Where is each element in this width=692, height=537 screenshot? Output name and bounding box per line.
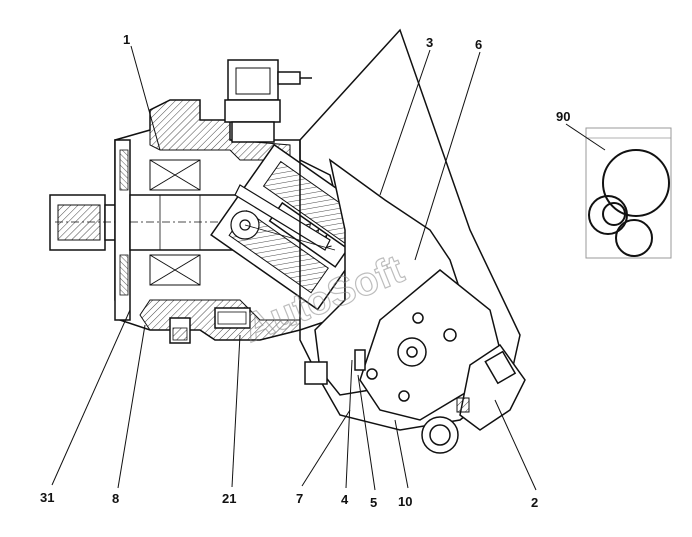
callout-90: 90 [556,109,570,124]
callout-7: 7 [296,491,303,506]
callout-10: 10 [398,494,412,509]
callout-2: 2 [531,495,538,510]
o-ring-lower [615,219,653,257]
top-connector [224,59,312,143]
callout-1: 1 [123,32,130,47]
callout-21: 21 [222,491,236,506]
callout-5: 5 [370,495,377,510]
callout-6: 6 [475,37,482,52]
callout-3: 3 [426,35,433,50]
seal-kit-box [585,127,672,259]
motor-assembly [49,28,526,454]
bottom-plugs [169,307,366,385]
callout-8: 8 [112,491,119,506]
o-ring-small [602,202,626,226]
callout-31: 31 [40,490,54,505]
port-plate-housing [299,28,521,431]
bearings [149,159,201,286]
o-ring-medium [588,195,628,235]
o-ring-large [602,149,670,217]
leader-lines [51,45,606,491]
callout-labels: 1 3 6 90 31 8 21 7 4 5 10 2 [40,32,570,510]
side-valve [421,343,526,454]
callout-4: 4 [341,492,349,507]
